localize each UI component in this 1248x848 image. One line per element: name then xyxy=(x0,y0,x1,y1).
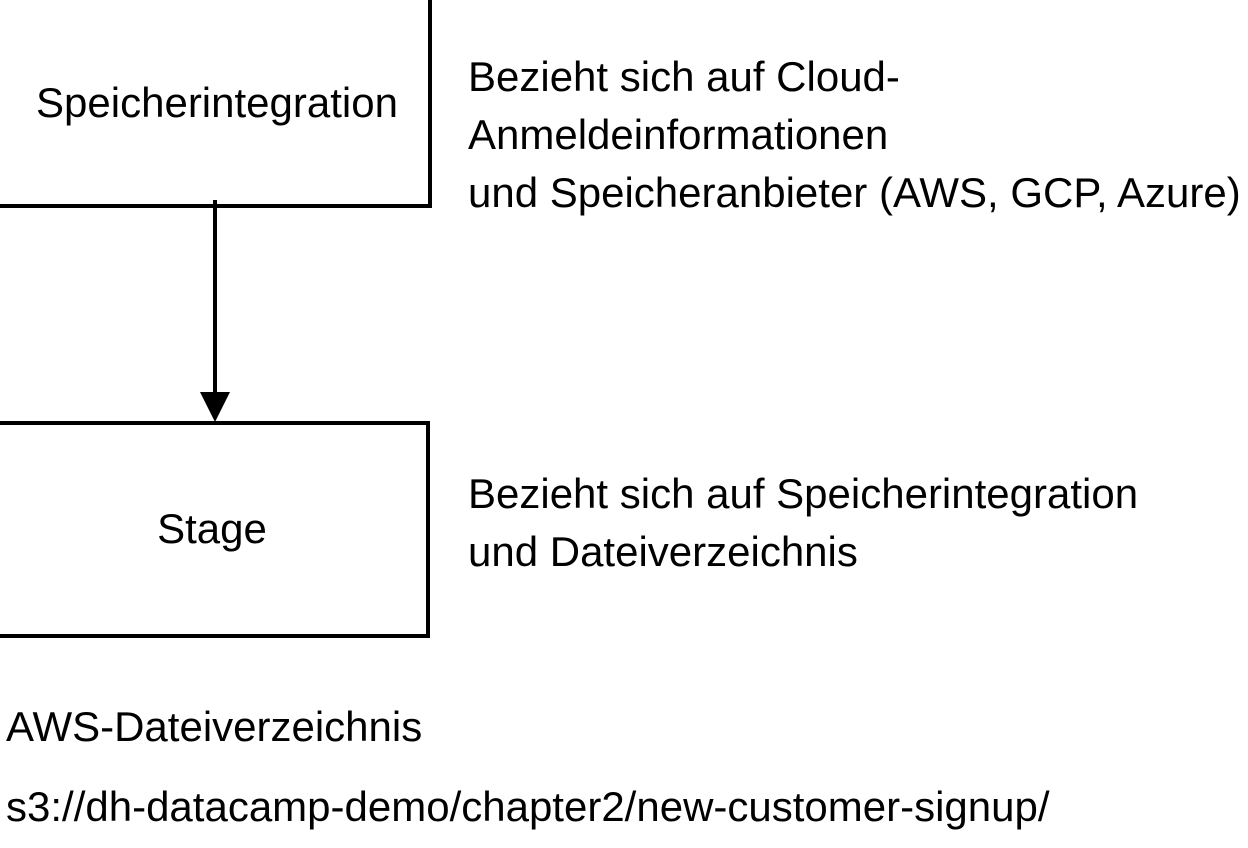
footer-caption: AWS-Dateiverzeichnis s3://dh-datacamp-de… xyxy=(6,698,1206,836)
node-stage-label: Stage xyxy=(157,505,267,553)
annotation-speicherintegration: Bezieht sich auf Cloud-Anmeldeinformatio… xyxy=(468,53,1241,216)
node-stage[interactable]: Stage xyxy=(0,421,430,638)
edge-speicherintegration-to-stage xyxy=(186,200,246,426)
node-speicherintegration[interactable]: Speicherintegration xyxy=(0,0,432,208)
annotation-stage: Bezieht sich auf Speicherintegration und… xyxy=(468,470,1139,575)
down-arrow-icon xyxy=(200,200,230,422)
node-speicherintegration-label: Speicherintegration xyxy=(36,78,398,126)
footer-heading: AWS-Dateiverzeichnis xyxy=(6,703,423,750)
footer-s3-path: s3://dh-datacamp-demo/chapter2/new-custo… xyxy=(6,783,1050,830)
